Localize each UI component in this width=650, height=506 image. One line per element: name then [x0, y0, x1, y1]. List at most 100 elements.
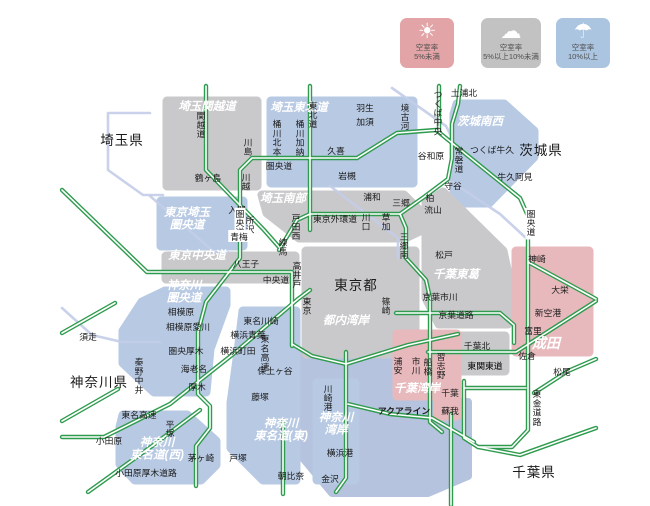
- prefecture-label: 埼玉県: [100, 133, 144, 148]
- station-label: 京葉道路: [438, 309, 473, 320]
- station-label: 蘇我: [441, 405, 459, 416]
- station-label: アクアライン: [378, 406, 431, 416]
- station-label: 平塚: [166, 419, 175, 438]
- prefecture-label: 千葉県: [512, 465, 556, 480]
- road-centerline: [345, 333, 459, 365]
- station-label: 東京外環道: [313, 213, 357, 224]
- region-label-tonai-wangan: 都内湾岸: [323, 313, 370, 327]
- station-label: 圏央道: [266, 160, 293, 171]
- station-label: 小田原厚木道路: [115, 467, 177, 478]
- region-chiba-togatsu: [421, 187, 513, 329]
- station-label: 圏央道: [527, 209, 536, 237]
- station-label: 海老名: [181, 363, 207, 374]
- region-kanagawa-tomei-nishi: [115, 410, 221, 485]
- road-centerline: [399, 213, 443, 433]
- station-label: 桶川北本: [273, 118, 282, 157]
- station-label: 川崎港: [324, 384, 333, 412]
- road-centerline: [61, 189, 293, 347]
- label-bg: [228, 230, 251, 242]
- station-label: 富里: [524, 325, 542, 336]
- station-label: 東関東道: [467, 360, 502, 371]
- station-label: 千葉北: [464, 340, 491, 351]
- region-label-narita: 成田: [531, 335, 562, 351]
- station-label: 境古河: [401, 102, 410, 131]
- region-saitama-tohoku: [266, 96, 418, 188]
- station-label: 草加: [382, 211, 391, 231]
- station-label: 桶川加納: [296, 118, 305, 157]
- region-label-tokyo-chuodo: 東京中央道: [168, 248, 228, 262]
- station-label: 松戸: [435, 249, 453, 260]
- road-centerline: [291, 343, 347, 365]
- road-centerline: [195, 157, 358, 487]
- station-label: 佐倉: [518, 350, 536, 361]
- station-label: 秦野中井: [135, 356, 144, 395]
- station-label: 浦安: [394, 355, 403, 375]
- station-label: 東京: [303, 295, 312, 315]
- station-label: 岩槻: [338, 170, 356, 181]
- station-label: 東名川崎: [243, 315, 278, 326]
- road-centerline: [278, 213, 401, 251]
- station-label: 流山: [424, 204, 442, 215]
- region-saitama-kanetsu: [162, 96, 262, 191]
- station-label: 圏央厚木: [168, 345, 203, 356]
- region-narita: [511, 246, 594, 357]
- station-label: 東金道路: [533, 388, 542, 427]
- region-label-kanagawa-tomei-higashi: 東名道(東): [254, 430, 308, 443]
- region-label-kanagawa-tomei-nishi: 東名道(西): [130, 449, 184, 462]
- region-label-ibaraki-nansei: 茨城南西: [457, 115, 505, 128]
- station-label: つくば中央: [434, 90, 443, 137]
- station-label: つくば牛久: [470, 144, 514, 155]
- station-label: 中央道: [263, 274, 290, 285]
- station-label: 相模原: [168, 306, 195, 317]
- station-label: 藤塚: [251, 391, 269, 402]
- road-centerline: [335, 351, 347, 493]
- station-label: 浦和: [363, 191, 381, 202]
- road-centerline: [533, 358, 597, 394]
- station-label: 金沢: [321, 473, 339, 484]
- road-centerline: [399, 85, 461, 215]
- station-label: 京葉市川: [422, 291, 457, 302]
- prefecture-label: 神奈川県: [70, 375, 128, 390]
- station-label: 東名高速: [121, 409, 156, 420]
- station-label: 小田原: [96, 436, 123, 446]
- station-label: 新空港: [535, 307, 562, 318]
- region-label-tokyo-saitama-kenodo: 東京埼玉: [164, 205, 211, 219]
- station-label: 土浦北: [451, 87, 478, 98]
- station-label: 戸田西: [292, 213, 301, 241]
- prefecture-label: 東京都: [334, 278, 378, 293]
- station-label: 牛久阿見: [497, 171, 532, 182]
- station-label: 東北道: [309, 100, 318, 129]
- station-label: 朝比奈: [278, 470, 305, 481]
- station-label: 関越道: [197, 111, 206, 139]
- station-label: 鶴ヶ島: [195, 172, 222, 183]
- label-bg: [525, 207, 537, 240]
- station-label: 須走: [79, 332, 97, 342]
- road-centerline: [61, 289, 311, 438]
- region-label-chiba-togatsu: 千葉東葛: [433, 268, 481, 281]
- region-label-saitama-nanbu: 埼玉南部: [260, 192, 308, 205]
- prefecture-boundary: [60, 306, 162, 344]
- station-label: 柏: [426, 192, 435, 203]
- prefecture-boundary: [328, 184, 400, 260]
- prefecture-label: 茨城県: [519, 143, 563, 158]
- station-label: 東名高速: [261, 333, 270, 372]
- road-centerline: [477, 427, 597, 456]
- region-label-kanagawa-kenodo: 神奈川: [167, 279, 203, 292]
- road-centerline: [205, 85, 280, 248]
- road-centerline: [87, 409, 201, 493]
- region-label-tokyo-saitama-kenodo: 圏央道: [170, 219, 207, 232]
- prefecture-boundary: [148, 194, 230, 254]
- region-label-kanagawa-tomei-nishi: 神奈川: [140, 436, 176, 449]
- station-label: 川島: [244, 137, 253, 156]
- station-label: 篠崎: [382, 295, 391, 315]
- region-label-kanagawa-tomei-higashi: 神奈川: [264, 417, 300, 430]
- station-label: 習志野: [437, 352, 446, 380]
- road-centerline: [61, 302, 116, 334]
- prefecture-boundary: [106, 111, 165, 197]
- station-label: 久喜: [327, 145, 345, 156]
- region-label-kanagawa-wangan: 湾岸: [325, 423, 349, 437]
- station-label: 練馬: [279, 236, 288, 256]
- station-label: 谷和原: [418, 151, 445, 161]
- road-centerline: [527, 261, 597, 300]
